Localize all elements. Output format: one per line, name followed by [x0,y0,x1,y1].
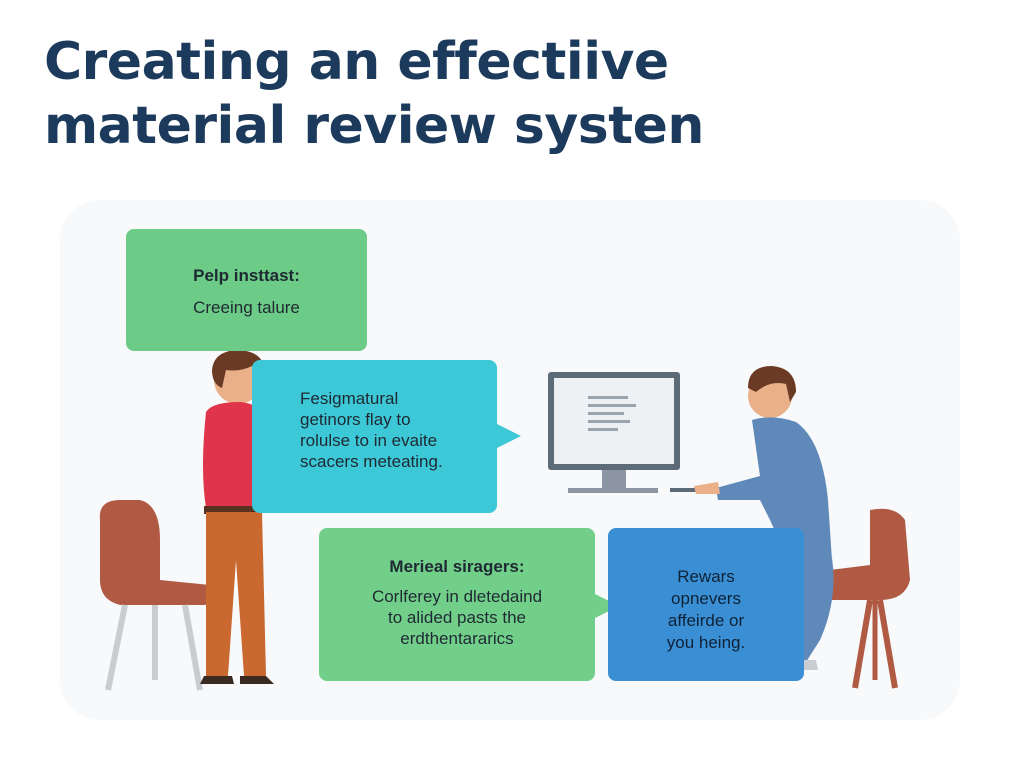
bottom-left-bubble-heading: Merieal siragers: [389,557,525,576]
bottom-right-bubble-line-4: you heing. [666,633,746,652]
middle-bubble-line-3: rolulse to in evaite [300,431,438,450]
left-chair-icon [99,500,212,691]
bottom-left-bubble-line-2: to alided pasts the [388,608,526,627]
page-title: Creating an effectiive material review s… [44,30,984,158]
bottom-left-bubble-line-1: Corlferey in dletedaind [371,587,543,606]
bottom-right-bubble-body: Rewars opnevers affeirde or you heing. [608,566,804,654]
middle-bubble: Fesigmatural getinors flay to rolulse to… [252,360,497,513]
bottom-right-bubble-line-2: opnevers [671,589,741,608]
middle-bubble-line-2: getinors flay to [300,410,411,429]
title-line-1: Creating an effectiive [44,32,669,92]
title-line-2: material review systen [44,96,704,156]
right-chair-icon [817,508,910,689]
top-left-bubble-heading: Pelp insttast: [193,266,300,285]
bottom-left-bubble-line-3: erdthentararics [400,629,514,648]
bottom-right-bubble-line-3: affeirde or [667,611,745,630]
bottom-left-bubble-body: Corlferey in dletedaind to alided pasts … [319,586,595,649]
bottom-right-bubble-line-1: Rewars [677,567,735,586]
top-left-bubble-text: Creeing talure [193,298,300,317]
bottom-bubble-pointer [595,594,619,618]
middle-bubble-body: Fesigmatural getinors flay to rolulse to… [300,388,497,472]
middle-bubble-line-1: Fesigmatural [300,389,399,408]
monitor-icon [548,372,710,493]
bottom-left-bubble: Merieal siragers: Corlferey in dletedain… [319,528,595,681]
middle-bubble-line-4: scacers meteating. [300,452,443,471]
bottom-right-bubble: Rewars opnevers affeirde or you heing. [608,528,804,681]
middle-bubble-pointer [497,424,521,448]
top-left-bubble: Pelp insttast: Creeing talure [126,229,367,351]
